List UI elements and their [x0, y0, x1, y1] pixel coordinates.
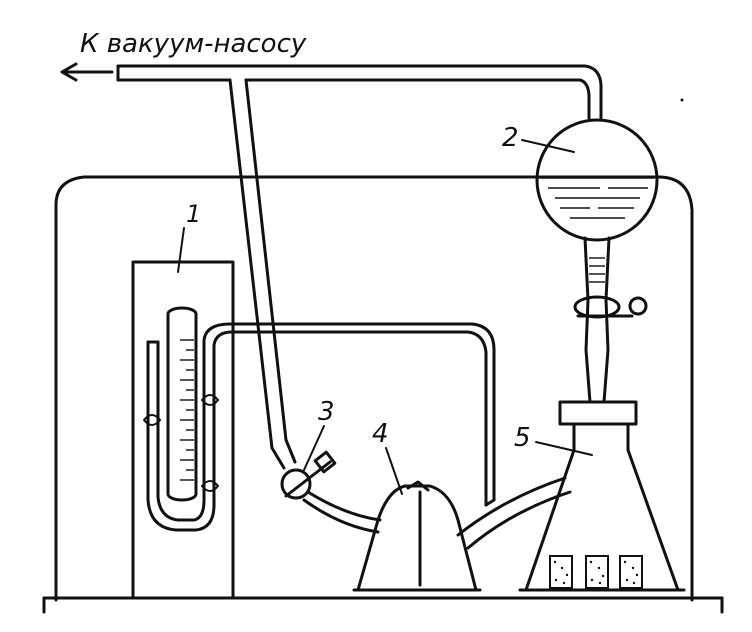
- label-1: 1: [186, 200, 201, 228]
- stopcock-3: [280, 450, 337, 500]
- manometer: [143, 306, 220, 532]
- liquid-level: [540, 177, 654, 219]
- label-2: 2: [502, 123, 519, 153]
- label-4: 4: [372, 419, 389, 449]
- granule-block: [619, 555, 643, 589]
- granule-block: [585, 555, 609, 589]
- right-flask-5: [518, 400, 686, 592]
- stopcock-tube: [302, 490, 382, 534]
- bell-jar: [54, 175, 694, 602]
- manometer-scale: [180, 339, 194, 481]
- granule-block: [549, 555, 573, 589]
- arrow-left-icon: [60, 62, 114, 82]
- dropping-funnel-2: [535, 108, 659, 404]
- label-3: 3: [318, 397, 335, 427]
- descending-tube: [228, 78, 297, 470]
- vacuum-line-tube: [116, 64, 603, 112]
- connecting-tube: [202, 322, 496, 507]
- label-5: 5: [514, 423, 531, 453]
- speck: [680, 98, 684, 102]
- vacuum-pump-caption: К вакуум-насосу: [80, 29, 307, 59]
- manometer-board: [131, 260, 235, 600]
- base-plate: [42, 596, 724, 614]
- center-flask-4: [352, 480, 482, 592]
